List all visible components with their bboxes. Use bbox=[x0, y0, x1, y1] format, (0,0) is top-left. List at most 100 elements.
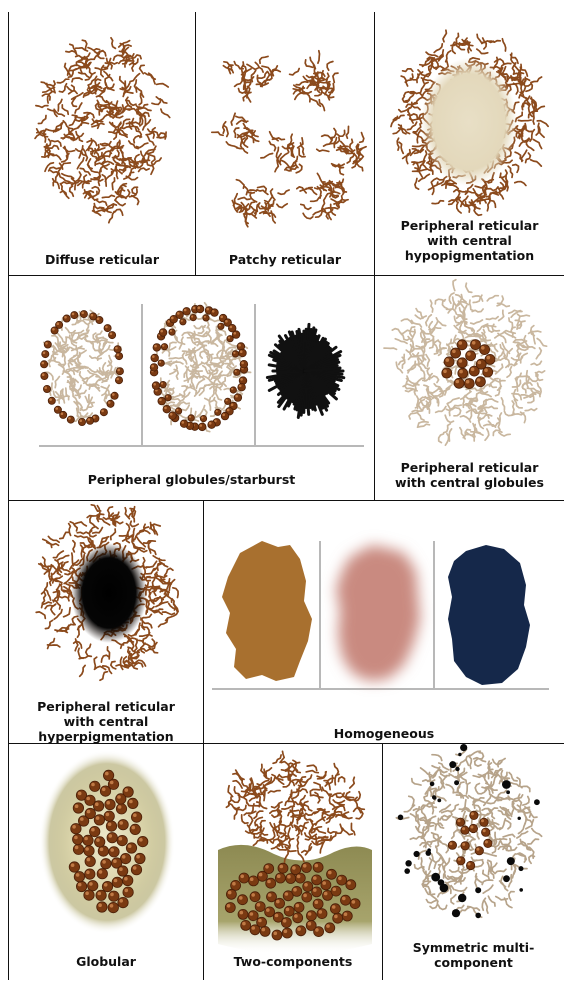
globule bbox=[116, 353, 123, 360]
globule bbox=[466, 861, 474, 869]
globule-highlight bbox=[284, 930, 288, 934]
globule-highlight bbox=[274, 932, 278, 936]
globule-highlight bbox=[193, 307, 196, 310]
globule bbox=[111, 392, 118, 399]
globule-highlight bbox=[80, 817, 84, 821]
globular-illustration bbox=[9, 744, 203, 980]
globule-highlight bbox=[64, 316, 67, 319]
globule-highlight bbox=[293, 888, 297, 892]
black-dot bbox=[458, 894, 466, 902]
globule-highlight bbox=[240, 350, 243, 353]
globule bbox=[190, 314, 196, 320]
globule-highlight bbox=[231, 403, 234, 406]
globule bbox=[325, 923, 335, 933]
globule bbox=[54, 406, 61, 413]
globule bbox=[118, 866, 128, 876]
globule-highlight bbox=[280, 865, 284, 869]
globule bbox=[73, 834, 83, 844]
globule bbox=[175, 408, 181, 414]
globule bbox=[238, 909, 248, 919]
globule bbox=[454, 378, 464, 388]
globule-highlight bbox=[342, 897, 346, 901]
globule-highlight bbox=[344, 912, 348, 916]
globule-highlight bbox=[55, 407, 58, 410]
globule bbox=[272, 930, 282, 940]
globule-highlight bbox=[252, 926, 256, 930]
globule-highlight bbox=[471, 812, 474, 815]
globule bbox=[115, 377, 122, 384]
globule bbox=[73, 803, 83, 813]
globule-highlight bbox=[119, 867, 123, 871]
globule bbox=[84, 890, 94, 900]
globule-highlight bbox=[68, 417, 71, 420]
globule-highlight bbox=[72, 313, 75, 316]
globule bbox=[330, 904, 340, 914]
globule bbox=[232, 331, 240, 339]
globule-highlight bbox=[315, 864, 319, 868]
peripheral-globules-starburst-illustration bbox=[9, 276, 374, 500]
globule bbox=[482, 828, 490, 836]
globule-highlight bbox=[257, 903, 261, 907]
globule-highlight bbox=[125, 889, 129, 893]
black-dot bbox=[503, 875, 510, 882]
globule bbox=[107, 833, 117, 843]
globule-highlight bbox=[177, 312, 180, 315]
globule bbox=[42, 351, 49, 358]
globule bbox=[86, 417, 93, 424]
globule bbox=[71, 312, 78, 319]
pigment-network bbox=[396, 749, 541, 917]
globule bbox=[471, 340, 481, 350]
globule bbox=[56, 321, 63, 328]
globule bbox=[116, 804, 126, 814]
network-lines bbox=[290, 51, 338, 111]
globule-highlight bbox=[176, 409, 178, 411]
globule-highlight bbox=[466, 380, 470, 384]
label-diffuse-reticular: Diffuse reticular bbox=[9, 252, 195, 267]
globule-highlight bbox=[230, 326, 233, 329]
globule-highlight bbox=[459, 370, 463, 374]
black-dot bbox=[458, 753, 461, 756]
globule bbox=[85, 856, 95, 866]
globule-highlight bbox=[87, 858, 91, 862]
globule-highlight bbox=[319, 910, 323, 914]
globule-highlight bbox=[292, 866, 296, 870]
globule bbox=[104, 811, 114, 821]
globule bbox=[158, 397, 166, 405]
globule bbox=[85, 869, 95, 879]
globule-highlight bbox=[108, 823, 112, 827]
globule bbox=[260, 926, 270, 936]
globule bbox=[198, 423, 206, 431]
black-dot bbox=[502, 780, 511, 789]
globule-highlight bbox=[458, 819, 461, 822]
globule bbox=[78, 418, 85, 425]
globule bbox=[107, 400, 114, 407]
globule-highlight bbox=[328, 871, 332, 875]
globule-highlight bbox=[481, 346, 485, 350]
homogeneous-pink-blob bbox=[336, 545, 420, 681]
pigment-network bbox=[297, 173, 348, 219]
globule-highlight bbox=[241, 362, 244, 365]
two-components-illustration bbox=[204, 744, 382, 980]
diffuse-reticular-illustration bbox=[9, 12, 195, 275]
globule bbox=[350, 899, 360, 909]
globule-highlight bbox=[200, 424, 203, 427]
globule bbox=[293, 913, 303, 923]
label-peripheral-hypopigmentation: Peripheral reticular with central hypopi… bbox=[375, 218, 564, 263]
globule bbox=[303, 882, 313, 892]
globule bbox=[153, 344, 161, 352]
globule bbox=[196, 305, 204, 313]
globule-highlight bbox=[303, 864, 307, 868]
globule bbox=[135, 853, 145, 863]
globule bbox=[108, 902, 118, 912]
globule bbox=[138, 836, 148, 846]
globule-highlight bbox=[61, 412, 64, 415]
globule bbox=[234, 394, 242, 402]
hypopigmented-center bbox=[421, 58, 517, 186]
globule bbox=[71, 824, 81, 834]
homogeneous-illustration bbox=[204, 501, 564, 743]
globule bbox=[475, 377, 485, 387]
globule bbox=[131, 812, 141, 822]
globule-highlight bbox=[181, 320, 183, 322]
globule-highlight bbox=[352, 900, 356, 904]
panel-patchy-reticular: Patchy reticular bbox=[196, 12, 374, 275]
